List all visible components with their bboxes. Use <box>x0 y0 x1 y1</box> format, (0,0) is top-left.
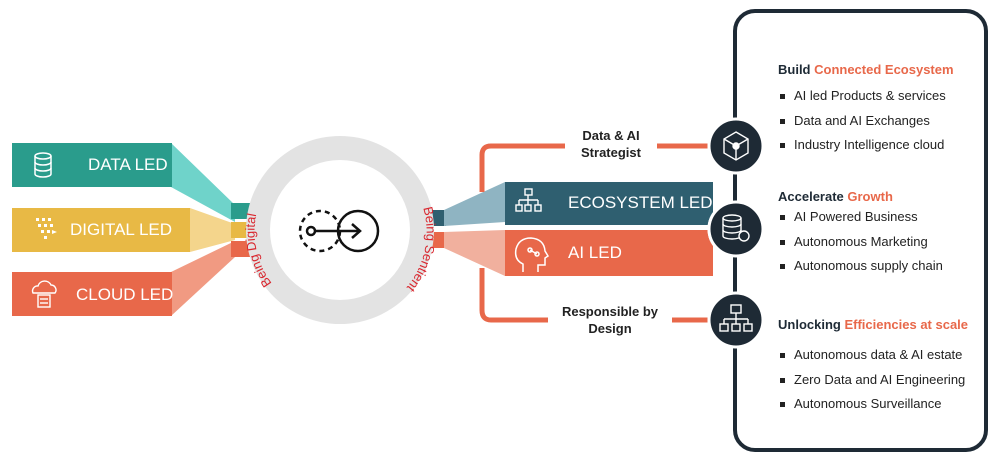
band-ecosystem-led <box>505 182 713 225</box>
list-item: AI Powered Business <box>778 205 943 230</box>
section-list-connected-ecosystem: AI led Products & services Data and AI E… <box>778 84 946 158</box>
list-item: Autonomous supply chain <box>778 254 943 279</box>
ecosystem-led-label: ECOSYSTEM LED <box>568 193 713 212</box>
funnel-ecosystem <box>444 182 505 226</box>
list-item: Data and AI Exchanges <box>778 109 946 134</box>
digital-funnel-icon <box>36 218 57 239</box>
funnel-data <box>171 143 235 222</box>
hierarchy-icon <box>515 188 542 212</box>
list-item: Zero Data and AI Engineering <box>778 368 965 393</box>
node-accelerate-growth <box>707 200 765 258</box>
band-ai-led <box>505 230 713 276</box>
list-item: Autonomous Marketing <box>778 230 943 255</box>
bracket-bottom <box>479 268 712 323</box>
data-led-label: DATA LED <box>88 155 168 174</box>
section-title-accelerate-growth: Accelerate Growth <box>778 189 893 204</box>
responsible-by-design-label: Responsible by Design <box>548 303 672 337</box>
digital-led-label: DIGITAL LED <box>70 220 173 239</box>
ai-head-icon <box>514 237 550 272</box>
funnel-digital <box>190 208 235 252</box>
section-list-unlocking-efficiencies: Autonomous data & AI estate Zero Data an… <box>778 343 965 417</box>
section-title-connected-ecosystem: Build Connected Ecosystem <box>778 62 954 77</box>
outcomes-panel <box>733 9 988 452</box>
data-ai-strategist-label: Data & AI Strategist <box>565 127 657 161</box>
section-title-unlocking-efficiencies: Unlocking Efficiencies at scale <box>778 317 969 332</box>
ai-led-label: AI LED <box>568 243 622 262</box>
arrow-through-circles-icon <box>298 209 380 253</box>
list-item: Industry Intelligence cloud <box>778 133 946 158</box>
list-item: AI led Products & services <box>778 84 946 109</box>
node-unlocking-efficiencies <box>707 291 765 349</box>
database-icon <box>34 152 52 178</box>
cloud-server-icon <box>31 280 57 308</box>
node-connected-ecosystem <box>707 117 765 175</box>
list-item: Autonomous Surveillance <box>778 392 965 417</box>
band-cloud-led <box>12 272 172 316</box>
section-list-accelerate-growth: AI Powered Business Autonomous Marketing… <box>778 205 943 279</box>
cloud-led-label: CLOUD LED <box>76 285 174 304</box>
bracket-top <box>479 143 712 192</box>
funnel-cloud <box>171 241 235 316</box>
list-item: Autonomous data & AI estate <box>778 343 965 368</box>
funnel-ai <box>444 230 505 276</box>
